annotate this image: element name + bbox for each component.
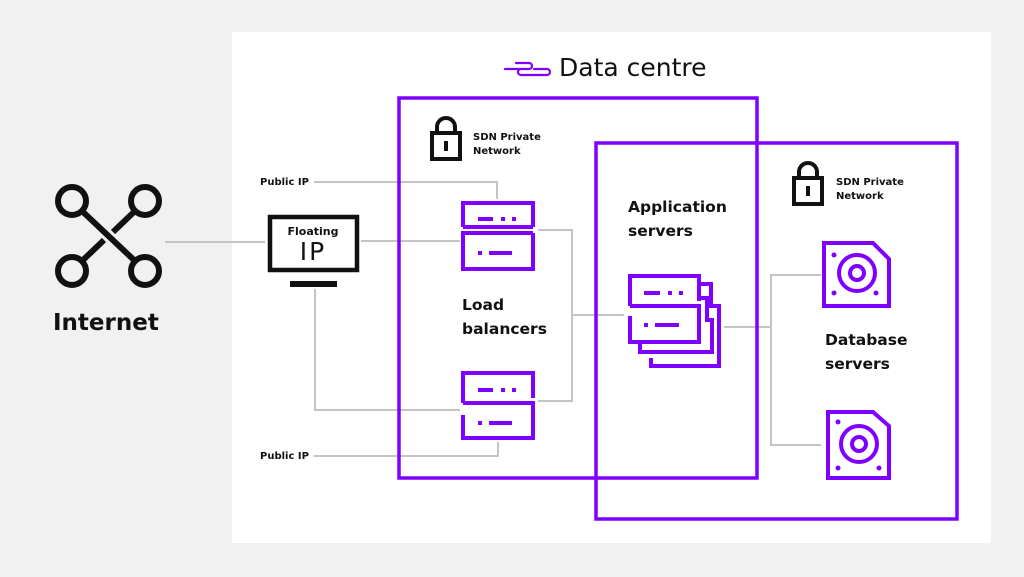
network-label-2: SDN Private Network <box>836 176 904 204</box>
server-icon <box>461 201 535 271</box>
monitor-icon <box>267 214 360 287</box>
lock-icon <box>792 161 824 206</box>
network-label-2-line2: Network <box>836 191 884 202</box>
public-ip-bottom-label: Public IP <box>260 451 309 462</box>
floating-ip-label: Floating <box>287 225 339 238</box>
connector-db-bus <box>770 274 821 446</box>
connectors <box>165 181 821 457</box>
network-box-1 <box>397 96 759 480</box>
network-label-2-line1: SDN Private <box>836 177 904 188</box>
database-servers-label: Database servers <box>825 328 908 376</box>
load-balancers-label: Load balancers <box>462 293 547 341</box>
network-box-2 <box>594 141 959 521</box>
connector-public-ip-top <box>314 181 498 199</box>
network-label-1: SDN Private Network <box>473 131 541 159</box>
application-servers-line2: servers <box>628 222 693 240</box>
page-title: Data centre <box>559 53 707 82</box>
application-servers-line1: Application <box>628 198 727 216</box>
network-label-1-line1: SDN Private <box>473 132 541 143</box>
lock-icon <box>430 116 462 161</box>
data-centre-icon <box>503 61 552 77</box>
database-servers-line2: servers <box>825 355 890 373</box>
load-balancers-line2: balancers <box>462 320 547 338</box>
internet-label: Internet <box>53 310 159 336</box>
server-icon <box>461 371 535 440</box>
application-servers-label: Application servers <box>628 195 727 243</box>
disk-drive-icon <box>826 410 891 480</box>
connector-public-ip-bottom <box>314 442 499 457</box>
disk-drive-icon <box>822 241 891 308</box>
network-nodes-icon <box>55 184 162 288</box>
server-stack-icon <box>628 274 721 368</box>
network-label-1-line2: Network <box>473 146 521 157</box>
connector-floating-ip-lb2 <box>314 289 460 411</box>
floating-ip-value: IP <box>299 237 327 266</box>
database-servers-line1: Database <box>825 331 908 349</box>
load-balancers-line1: Load <box>462 296 505 314</box>
public-ip-top-label: Public IP <box>260 177 309 188</box>
